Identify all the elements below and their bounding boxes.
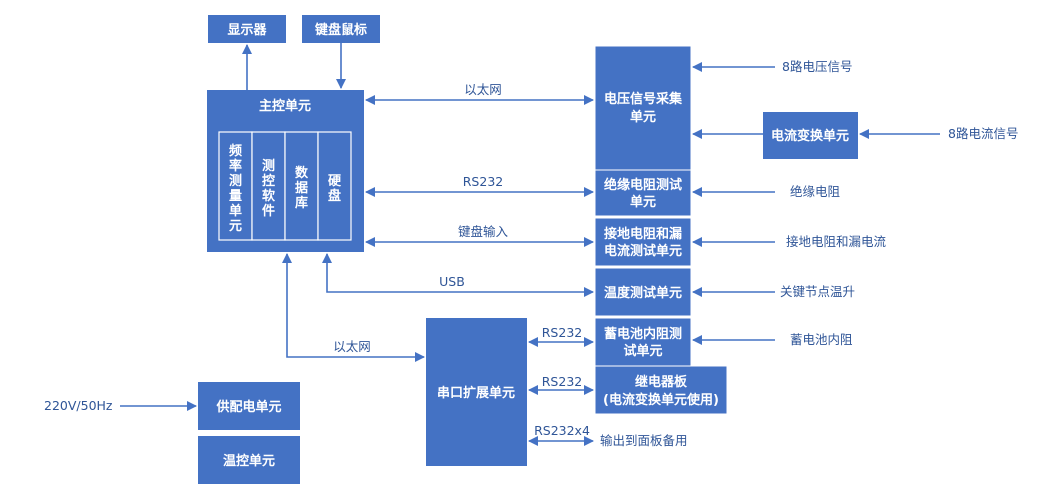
current-conv-block: 电流变换单元 xyxy=(763,112,858,159)
ctrl-sw-char-3: 软 xyxy=(262,188,275,204)
power-supply-label: 供配电单元 xyxy=(215,399,281,415)
battery-block: 蓄电池内阻测 试单元 xyxy=(594,317,692,367)
display-block: 显示器 xyxy=(208,15,286,43)
ethernet-bottom-label: 以太网 xyxy=(333,339,371,354)
insulation-label-2: 单元 xyxy=(630,194,656,210)
freq-char-5: 单 xyxy=(229,203,242,219)
rs232-mid-label: RS232 xyxy=(463,174,503,189)
db-char-1: 数 xyxy=(295,165,309,181)
temperature-label: 温度测试单元 xyxy=(604,285,682,301)
volt-8ch-label: 8路电压信号 xyxy=(782,59,852,74)
ctrl-sw-char-2: 控 xyxy=(262,173,275,189)
serial-ext-block: 串口扩展单元 xyxy=(426,318,527,466)
hard-disk-subblock xyxy=(317,131,352,241)
output-panel-label: 输出到面板备用 xyxy=(600,433,688,448)
battery-in-label: 蓄电池内阻 xyxy=(790,332,853,347)
freq-char-6: 元 xyxy=(229,219,242,234)
temp-ctrl-label: 温控单元 xyxy=(223,453,275,469)
battery-label-2: 试单元 xyxy=(623,343,662,359)
usb-label: USB xyxy=(439,274,465,289)
db-char-2: 据 xyxy=(295,180,308,196)
rs232-a-label: RS232 xyxy=(542,325,582,340)
kbd-input-label: 键盘输入 xyxy=(458,224,509,239)
main-control-label: 主控单元 xyxy=(259,98,311,114)
disk-char-2: 盘 xyxy=(328,188,341,204)
main-control-block: 主控单元 频 率 测 量 单 元 测 控 软 件 数 据 库 硬 盘 xyxy=(207,90,364,252)
key-node-temp-label: 关键节点温升 xyxy=(780,284,855,299)
temp-ctrl-block: 温控单元 xyxy=(198,436,300,484)
ground-block: 接地电阻和漏 电流测试单元 xyxy=(594,217,692,267)
freq-char-1: 频 xyxy=(229,143,242,159)
keyboard-mouse-label: 键盘鼠标 xyxy=(314,22,367,38)
ground-in-label: 接地电阻和漏电流 xyxy=(786,234,887,249)
control-software-subblock xyxy=(251,131,286,241)
ctrl-sw-char-1: 测 xyxy=(262,158,275,174)
temperature-block: 温度测试单元 xyxy=(594,267,692,317)
ground-label-1: 接地电阻和漏 xyxy=(604,226,682,242)
voltage-acq-label-2: 单元 xyxy=(630,109,656,125)
ground-label-2: 电流测试单元 xyxy=(604,243,682,259)
relay-label-2: (电流变换单元使用) xyxy=(603,392,719,408)
ctrl-sw-char-4: 件 xyxy=(262,203,275,219)
relay-block: 继电器板 (电流变换单元使用) xyxy=(594,365,728,415)
insulation-in-label: 绝缘电阻 xyxy=(790,184,841,199)
relay-label-1: 继电器板 xyxy=(635,374,688,390)
battery-label-1: 蓄电池内阻测 xyxy=(604,326,682,342)
display-label: 显示器 xyxy=(227,23,267,38)
voltage-acq-block: 电压信号采集 单元 xyxy=(594,45,692,171)
rs232-b-label: RS232 xyxy=(542,374,582,389)
disk-char-1: 硬 xyxy=(328,174,342,189)
database-subblock xyxy=(284,131,319,241)
ethernet-top-label: 以太网 xyxy=(464,82,502,97)
power-supply-block: 供配电单元 xyxy=(198,382,300,430)
freq-char-2: 率 xyxy=(229,158,242,174)
voltage-acq-label-1: 电压信号采集 xyxy=(604,91,683,107)
keyboard-mouse-block: 键盘鼠标 xyxy=(302,15,380,43)
arrow-ethernet-bottom xyxy=(282,253,425,362)
serial-ext-label: 串口扩展单元 xyxy=(437,385,515,401)
curr-8ch-label: 8路电流信号 xyxy=(948,126,1018,141)
freq-char-4: 量 xyxy=(229,189,242,204)
rs232x4-label: RS232x4 xyxy=(534,423,590,438)
db-char-3: 库 xyxy=(295,195,308,211)
current-conv-label: 电流变换单元 xyxy=(771,128,849,144)
power-in-label: 220V/50Hz xyxy=(44,398,113,413)
insulation-label-1: 绝缘电阻测试 xyxy=(604,177,682,193)
insulation-block: 绝缘电阻测试 单元 xyxy=(594,169,692,217)
freq-char-3: 测 xyxy=(229,173,242,189)
